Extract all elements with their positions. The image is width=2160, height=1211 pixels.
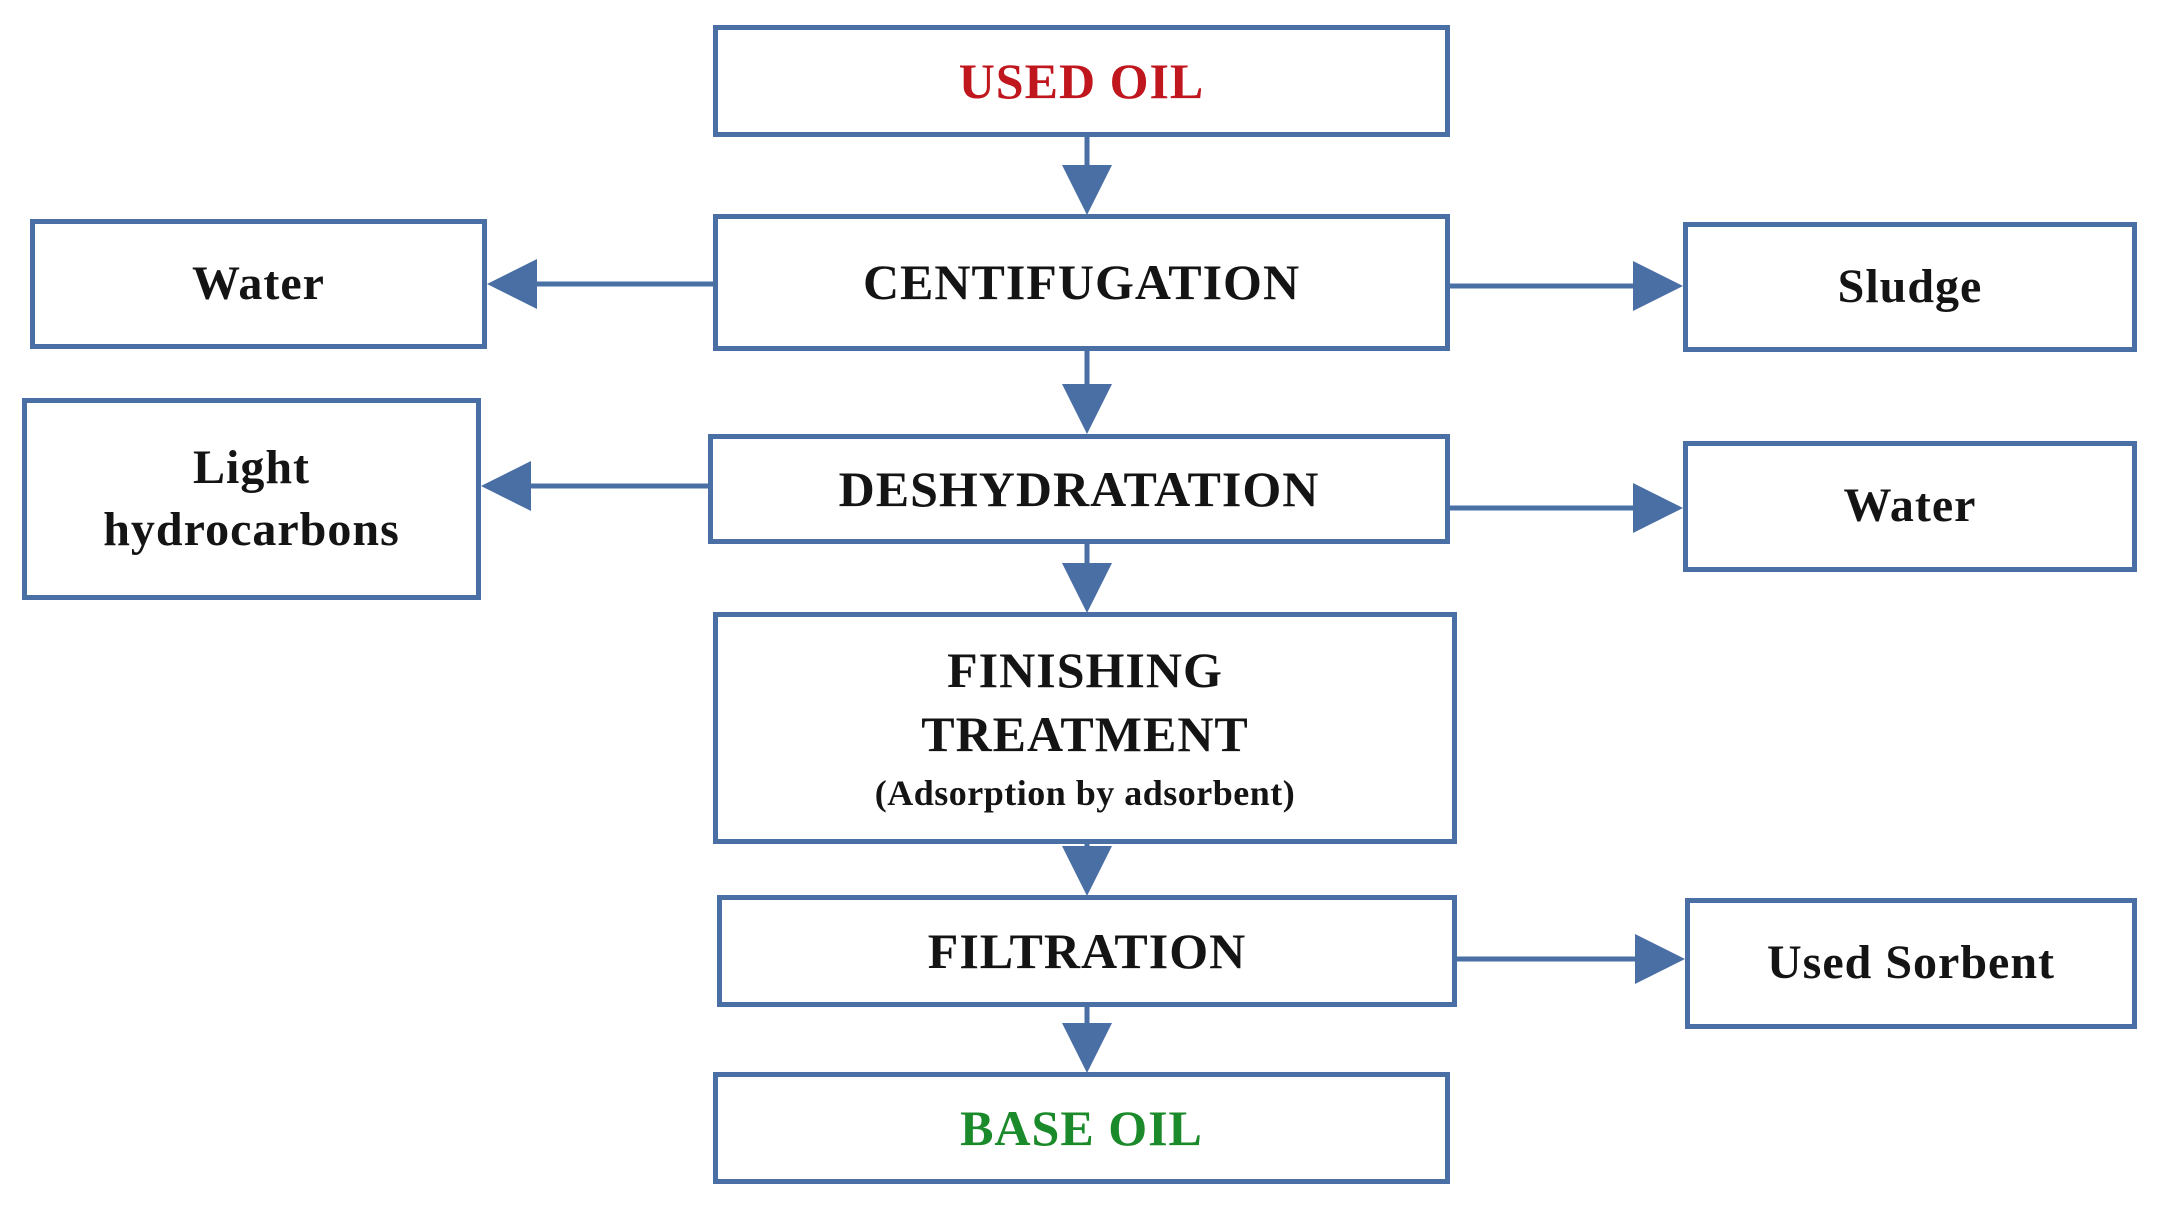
sludge-label: Sludge (1837, 259, 1983, 313)
sludge-box: Sludge (1683, 222, 2137, 352)
water-left-box: Water (30, 219, 487, 349)
finishing-line-2: TREATMENT (921, 705, 1249, 762)
used-oil-box: USED OIL (713, 25, 1450, 137)
centrifugation-label: CENTIFUGATION (862, 254, 1301, 311)
finishing-treatment-box: FINISHING TREATMENT (Adsorption by adsor… (713, 612, 1457, 844)
water-left-label: Water (192, 256, 325, 310)
light-hydrocarbons-line-2: hydrocarbons (103, 503, 400, 556)
used-sorbent-label: Used Sorbent (1766, 936, 2056, 990)
used-oil-label: USED OIL (958, 52, 1205, 109)
base-oil-label: BASE OIL (960, 1099, 1203, 1156)
filtration-box: FILTRATION (717, 895, 1457, 1007)
finishing-subtitle: (Adsorption by adsorbent) (874, 772, 1296, 813)
used-sorbent-box: Used Sorbent (1685, 898, 2137, 1029)
base-oil-box: BASE OIL (713, 1072, 1450, 1184)
deshydratation-box: DESHYDRATATION (708, 434, 1450, 544)
light-hydrocarbons-box: Light hydrocarbons (22, 398, 481, 600)
centrifugation-box: CENTIFUGATION (713, 214, 1450, 351)
water-right-label: Water (1843, 479, 1977, 533)
light-hydrocarbons-line-1: Light (192, 440, 311, 494)
deshydratation-label: DESHYDRATATION (838, 460, 1320, 517)
water-right-box: Water (1683, 441, 2137, 572)
finishing-line-1: FINISHING (947, 641, 1223, 698)
filtration-label: FILTRATION (927, 922, 1247, 979)
